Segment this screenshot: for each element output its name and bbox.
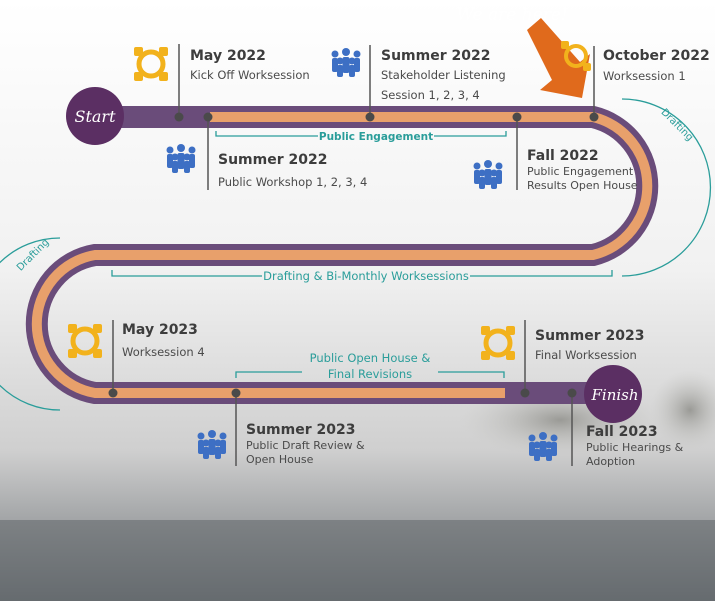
milestone-title: Summer 2023 (535, 328, 644, 344)
milestone-summer-2022-workshop: Summer 2022 Public Workshop 1, 2, 3, 4 (218, 152, 367, 189)
milestone-may-2022: May 2022 Kick Off Worksession (190, 48, 310, 82)
worksession-icon (561, 41, 591, 71)
milestone-detail: Session 1, 2, 3, 4 (381, 88, 480, 102)
people-group-icon (166, 144, 196, 173)
people-group-icon (528, 432, 558, 461)
start-label: Start (74, 107, 116, 126)
milestone-connectors (112, 44, 595, 466)
worksession-icon (481, 326, 515, 360)
phase-drafting-right: Drafting (658, 107, 695, 144)
we-are-here-arrow-icon (527, 18, 590, 98)
milestone-detail: Stakeholder Listening (381, 68, 506, 82)
milestone-detail: Public Workshop 1, 2, 3, 4 (218, 175, 367, 189)
milestone-title: May 2023 (122, 322, 198, 338)
milestone-may-2023: May 2023 Worksession 4 (122, 322, 205, 359)
milestone-dots (108, 112, 599, 398)
milestone-detail: Results Open House (527, 179, 638, 192)
milestone-fall-2022: Fall 2022 Public Engagement Results Open… (527, 148, 638, 192)
milestone-detail: Public Engagement (527, 165, 634, 178)
finish-badge: Finish (584, 365, 642, 423)
phase-brackets (0, 98, 712, 411)
milestone-detail: Open House (246, 453, 314, 466)
milestone-title: October 2022 (603, 48, 710, 64)
start-badge: Start (66, 87, 124, 145)
worksession-icon (68, 324, 102, 358)
people-group-icon (331, 48, 361, 77)
milestone-title: Summer 2022 (381, 48, 490, 64)
milestone-title: Fall 2022 (527, 148, 599, 164)
milestone-detail: Worksession 1 (603, 69, 686, 83)
phase-open-house-line2: Final Revisions (328, 367, 412, 381)
phase-open-house-line1: Public Open House & (310, 351, 431, 365)
milestone-title: May 2022 (190, 48, 266, 64)
milestone-fall-2023: Fall 2023 Public Hearings & Adoption (586, 424, 684, 468)
milestone-title: Fall 2023 (586, 424, 658, 440)
milestone-detail: Kick Off Worksession (190, 68, 310, 82)
timeline-track (25, 106, 659, 404)
milestone-detail: Public Hearings & (586, 441, 684, 454)
milestone-summer-2023-final: Summer 2023 Final Worksession (535, 328, 644, 362)
phase-public-engagement: Public Engagement (319, 131, 433, 143)
people-group-icon (197, 430, 227, 459)
worksession-icon (134, 47, 168, 81)
milestone-detail: Worksession 4 (122, 345, 205, 359)
milestone-detail: Final Worksession (535, 348, 637, 362)
people-group-icon (473, 160, 503, 189)
milestone-title: Summer 2023 (246, 422, 355, 438)
we-are-here-label: We are here! (456, 5, 567, 25)
phase-drafting-worksessions: Drafting & Bi-Monthly Worksessions (263, 269, 469, 283)
milestone-title: Summer 2022 (218, 152, 327, 168)
milestone-summer-2022-listening: Summer 2022 Stakeholder Listening Sessio… (381, 48, 506, 102)
milestone-october-2022: October 2022 Worksession 1 (603, 48, 710, 83)
milestone-detail: Public Draft Review & (246, 439, 365, 452)
milestone-summer-2023-draft: Summer 2023 Public Draft Review & Open H… (246, 422, 365, 466)
finish-label: Finish (590, 386, 638, 404)
milestone-detail: Adoption (586, 455, 635, 468)
